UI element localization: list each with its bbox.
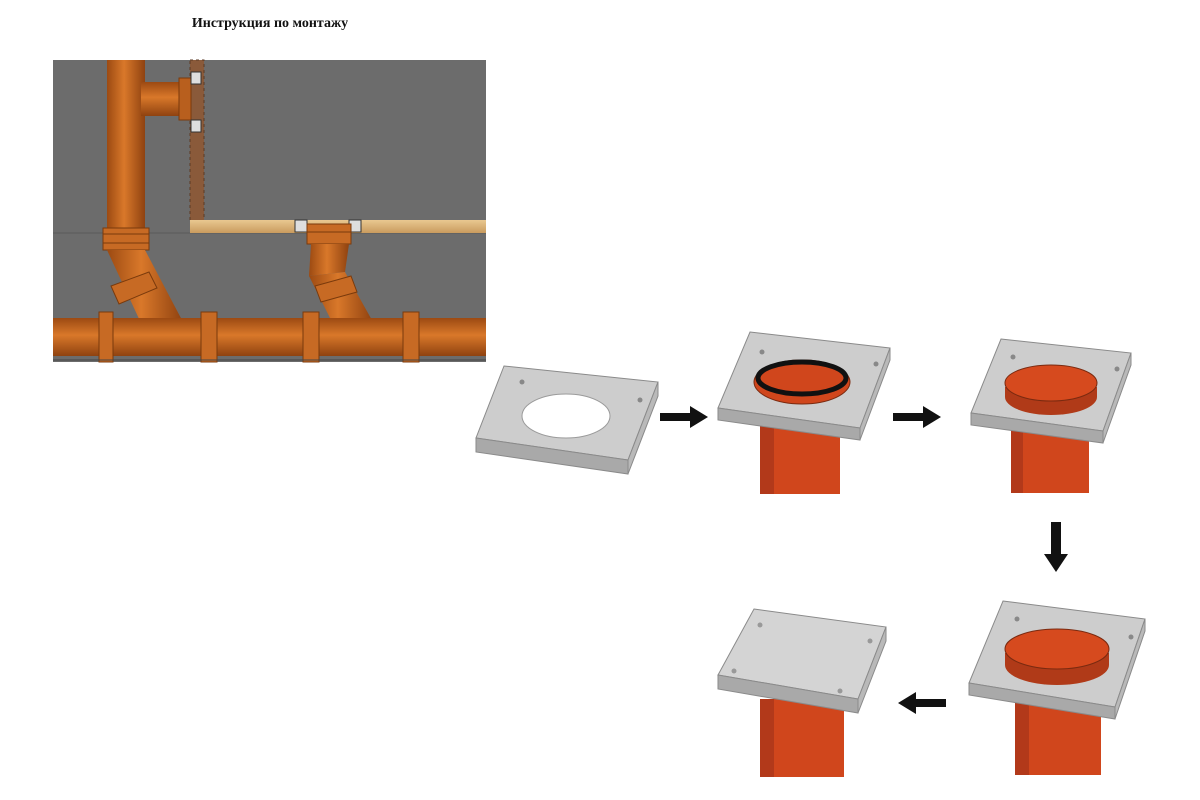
- step-2-frame-with-pipe: [717, 331, 891, 494]
- step-4-frame-with-cap: [968, 600, 1146, 775]
- pipe-cap-top: [1004, 628, 1110, 670]
- step-5-frame-with-lid: [717, 608, 887, 777]
- frame-opening: [521, 393, 611, 439]
- horizontal-main-pipe: [53, 318, 486, 356]
- wall-fitting: [190, 119, 202, 133]
- step-1-frame: [475, 365, 659, 475]
- arrow-right-icon: [660, 406, 708, 428]
- brick-wall: [190, 60, 204, 222]
- pipe-cross-section-illustration: [53, 59, 486, 363]
- pipe-cap-top: [1004, 364, 1098, 402]
- arrow-right-icon: [893, 406, 941, 428]
- sealing-ring: [755, 359, 849, 397]
- arrow-down-icon: [1044, 522, 1068, 572]
- page-title: Инструкция по монтажу: [191, 16, 349, 31]
- floor-riser: [306, 223, 352, 245]
- wall-fitting: [190, 71, 202, 85]
- arrow-left-icon: [898, 692, 946, 714]
- floor-fitting: [294, 219, 308, 233]
- vertical-pipe: [107, 60, 145, 232]
- step-3-frame-with-cap: [970, 338, 1132, 493]
